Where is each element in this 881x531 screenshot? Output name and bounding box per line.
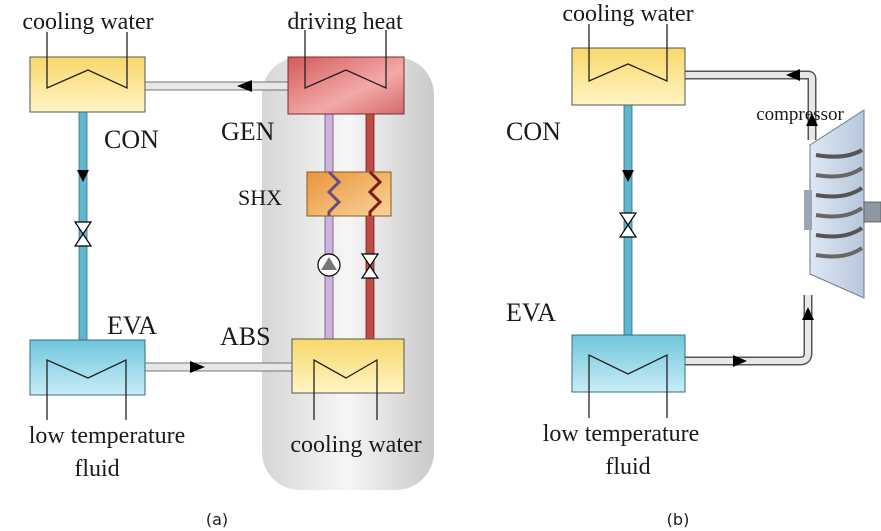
arrow-up-b: [802, 307, 814, 320]
label-eva-a: EVA: [107, 311, 157, 340]
arrow-up-comp-b: [806, 113, 818, 126]
pipe-eva-abs: [144, 362, 294, 372]
arrow-eva-to-abs: [190, 361, 205, 373]
evaporator-a: [29, 339, 146, 420]
label-eva-b: EVA: [506, 298, 556, 327]
absorption-module-shade: [262, 57, 434, 490]
valve-a-right: [360, 253, 380, 279]
evaporator-b: [571, 334, 686, 418]
pipe-eva-compressor: [685, 295, 813, 366]
heat-exchanger-shx: [306, 170, 392, 217]
caption-b: (b): [667, 510, 690, 529]
label-gen: GEN: [221, 117, 275, 146]
label-con-b: CON: [506, 117, 561, 146]
valve-a-left: [73, 221, 93, 247]
pipe-gen-con: [144, 81, 289, 91]
pipe-compressor-con-inner: [685, 72, 815, 140]
generator-gen: [287, 30, 405, 115]
panel-a: cooling water driving heat CON GEN SHX E…: [22, 9, 434, 529]
arrow-to-con-b: [786, 69, 800, 81]
label-low-temp-a-2: fluid: [74, 456, 119, 482]
compressor-icon: [804, 109, 881, 299]
pipe-eva-compressor-inner: [685, 295, 811, 364]
panel-b: cooling water compressor CON EVA low tem…: [506, 1, 881, 529]
label-compressor: compressor: [756, 104, 844, 125]
pipe-purple: [324, 113, 334, 340]
label-abs: ABS: [220, 322, 271, 351]
label-con-a: CON: [104, 125, 159, 154]
label-driving-heat: driving heat: [287, 9, 403, 35]
absorber-abs: [291, 338, 405, 420]
label-low-temp-a-1: low temperature: [29, 423, 186, 449]
caption-a: (a): [206, 510, 228, 529]
valve-b: [618, 212, 638, 238]
arrow-con-to-eva-b: [622, 170, 634, 182]
label-low-temp-b-2: fluid: [605, 454, 650, 480]
pipe-red: [365, 113, 375, 340]
label-shx: SHX: [238, 185, 282, 210]
label-cooling-water-bottom-a: cooling water: [290, 432, 421, 458]
arrow-con-to-eva: [77, 170, 89, 182]
arrow-eva-to-comp-b: [733, 355, 747, 367]
pump-icon: [317, 253, 341, 277]
condenser-a: [29, 32, 146, 113]
label-low-temp-b-1: low temperature: [543, 421, 700, 447]
label-cooling-water-top-b: cooling water: [562, 1, 693, 27]
label-cooling-water-top-a: cooling water: [22, 9, 153, 35]
condenser-b: [571, 24, 686, 106]
arrow-gen-to-con: [237, 80, 252, 92]
